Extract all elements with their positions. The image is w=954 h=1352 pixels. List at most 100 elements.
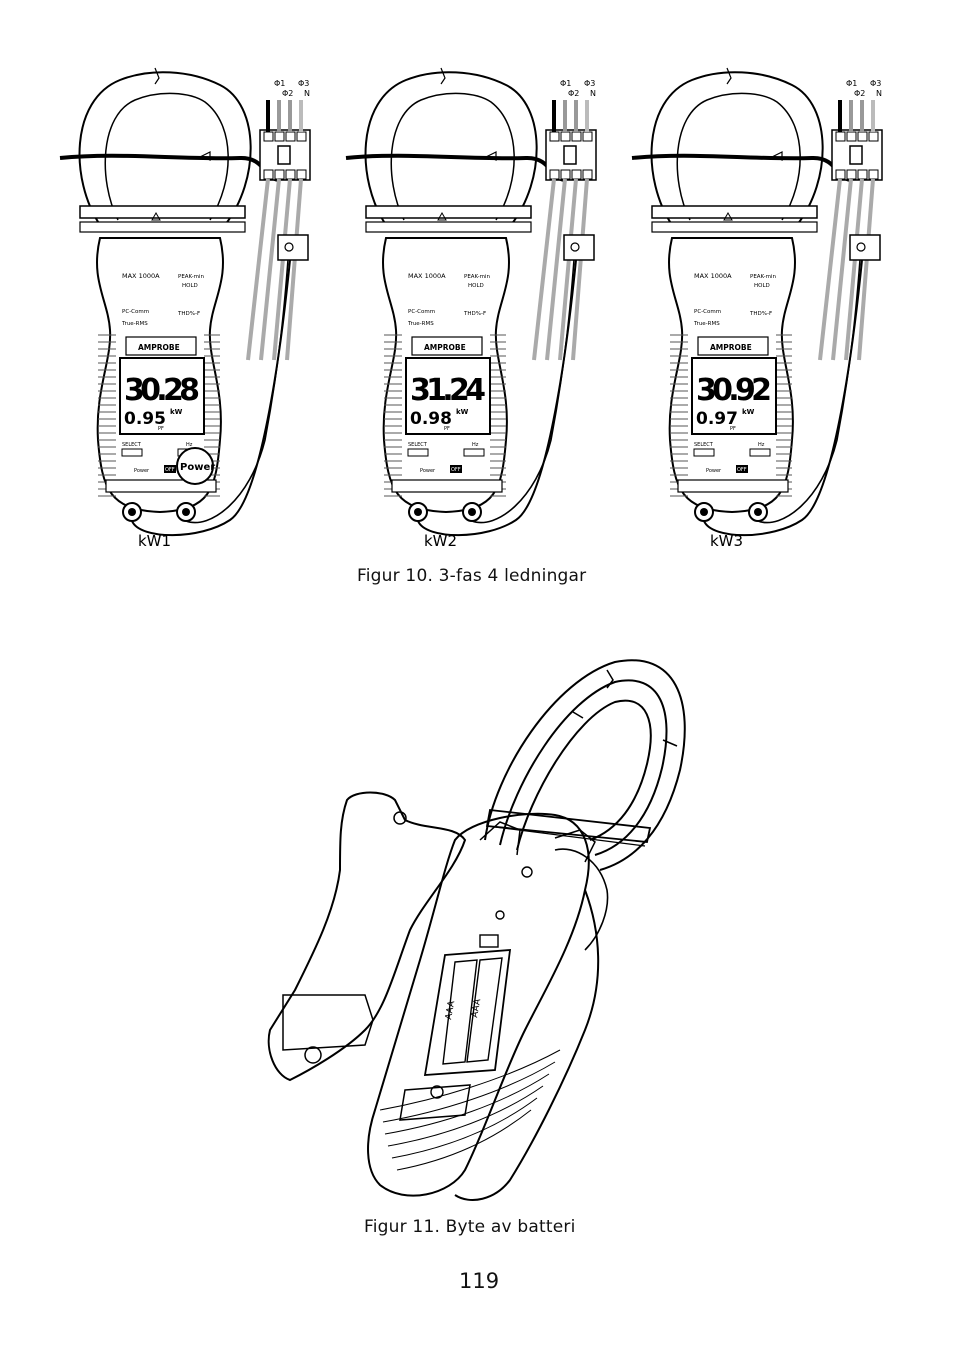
lcd-sub-unit: PF xyxy=(730,426,736,432)
thd-text: THD%-F xyxy=(463,311,486,317)
peak-text: PEAK-min xyxy=(178,274,204,280)
breaker-switch xyxy=(277,145,291,165)
page-number: 119 xyxy=(459,1269,500,1293)
current-direction-arrow xyxy=(772,151,783,161)
clamp-meter-battery-compartment: AAA AAA xyxy=(267,659,686,1201)
phase-wire-down xyxy=(857,178,875,361)
breaker-switch xyxy=(563,145,577,165)
lcd-main-reading: 30.28 xyxy=(124,373,200,408)
phase-label-phi1: Φ1 xyxy=(846,79,857,88)
phase-label-phi1: Φ1 xyxy=(560,79,571,88)
thd-text: THD%-F xyxy=(749,311,772,317)
lcd-main-reading: 30.92 xyxy=(696,373,772,408)
phase-wire-down xyxy=(831,178,853,361)
brand-plate xyxy=(411,336,483,356)
off-label: OFF xyxy=(737,467,747,473)
v-test-lead xyxy=(471,259,575,524)
lcd-unit: kW xyxy=(170,408,183,416)
phase-label-neutral: N xyxy=(304,89,310,98)
select-label: SELECT xyxy=(408,442,428,448)
true-rms-text: True-RMS xyxy=(121,321,148,327)
pc-comm-text: PC-Comm xyxy=(408,309,435,315)
lcd-screen xyxy=(691,357,777,435)
thd-text: THD%-F xyxy=(177,311,200,317)
phase-wire-down xyxy=(259,178,281,361)
hz-label: Hz xyxy=(472,442,479,448)
brand-name: AMPROBE xyxy=(138,343,180,352)
off-indicator xyxy=(164,465,176,473)
lcd-sub-reading: 0.97 xyxy=(696,409,738,429)
phase-label-neutral: N xyxy=(590,89,596,98)
figure-11-caption: Figur 11. Byte av batteri xyxy=(364,1217,576,1237)
off-label: OFF xyxy=(165,467,175,473)
lcd-screen xyxy=(119,357,205,435)
phase-label-phi3: Φ3 xyxy=(870,79,881,88)
select-label: SELECT xyxy=(122,442,142,448)
phase-wire-down xyxy=(272,178,292,361)
phase-wire-down xyxy=(818,178,842,361)
pc-comm-text: PC-Comm xyxy=(122,309,149,315)
clamp-jaw-outer xyxy=(364,71,538,226)
phase-wire-down xyxy=(558,178,578,361)
phase-wire-down xyxy=(545,178,567,361)
hz-label: Hz xyxy=(186,442,193,448)
lcd-unit: kW xyxy=(742,408,755,416)
hz-label: Hz xyxy=(758,442,765,448)
figure-11-battery-illustration: AAA AAA xyxy=(255,650,705,1210)
phase-label-phi2: Φ2 xyxy=(282,89,293,98)
lcd-sub-reading: 0.95 xyxy=(124,409,166,429)
v-test-lead xyxy=(757,259,861,524)
max-rating-text: MAX 1000A xyxy=(122,272,160,280)
power-label: Power xyxy=(420,468,436,474)
figure-10-caption: Figur 10. 3-fas 4 ledningar xyxy=(357,566,587,586)
lcd-sub-unit: PF xyxy=(158,426,164,432)
phase-wire-down xyxy=(571,178,589,361)
phase-label-phi2: Φ2 xyxy=(568,89,579,98)
peak-text: PEAK-min xyxy=(750,274,776,280)
neutral-box xyxy=(277,234,309,261)
lcd-sub-reading: 0.98 xyxy=(410,409,452,429)
hold-text: HOLD xyxy=(182,283,198,289)
phase-label-phi3: Φ3 xyxy=(298,79,309,88)
current-direction-arrow xyxy=(200,151,211,161)
true-rms-text: True-RMS xyxy=(407,321,434,327)
breaker-switch xyxy=(849,145,863,165)
brand-plate xyxy=(697,336,769,356)
phase-wire-down xyxy=(246,178,270,361)
hold-text: HOLD xyxy=(468,283,484,289)
max-rating-text: MAX 1000A xyxy=(694,272,732,280)
lcd-main-reading: 31.24 xyxy=(410,373,486,408)
phase-label-neutral: N xyxy=(876,89,882,98)
phase-label-phi1: Φ1 xyxy=(274,79,285,88)
brand-name: AMPROBE xyxy=(710,343,752,352)
power-button-callout xyxy=(176,447,214,485)
meter-label: kW1 xyxy=(138,532,171,550)
lcd-screen xyxy=(405,357,491,435)
current-direction-arrow xyxy=(486,151,497,161)
power-label: Power xyxy=(134,468,150,474)
brand-plate xyxy=(125,336,197,356)
off-label: OFF xyxy=(451,467,461,473)
phase-label-phi3: Φ3 xyxy=(584,79,595,88)
clamp-jaw-outer xyxy=(650,71,824,226)
pc-comm-text: PC-Comm xyxy=(694,309,721,315)
max-rating-text: MAX 1000A xyxy=(408,272,446,280)
power-label: Power xyxy=(706,468,722,474)
select-label: SELECT xyxy=(694,442,714,448)
lcd-sub-unit: PF xyxy=(444,426,450,432)
phase-wire-down xyxy=(844,178,864,361)
off-indicator xyxy=(736,465,748,473)
brand-name: AMPROBE xyxy=(424,343,466,352)
phase-wire-down xyxy=(285,178,303,361)
battery-label-1: AAA xyxy=(444,999,457,1020)
phase-wire-down xyxy=(532,178,556,361)
battery-label-2: AAA xyxy=(470,997,483,1018)
off-indicator xyxy=(450,465,462,473)
clamp-jaw-outer xyxy=(78,71,252,226)
hold-text: HOLD xyxy=(754,283,770,289)
meter-label: kW2 xyxy=(424,532,457,550)
power-callout-text: Power xyxy=(180,462,215,473)
